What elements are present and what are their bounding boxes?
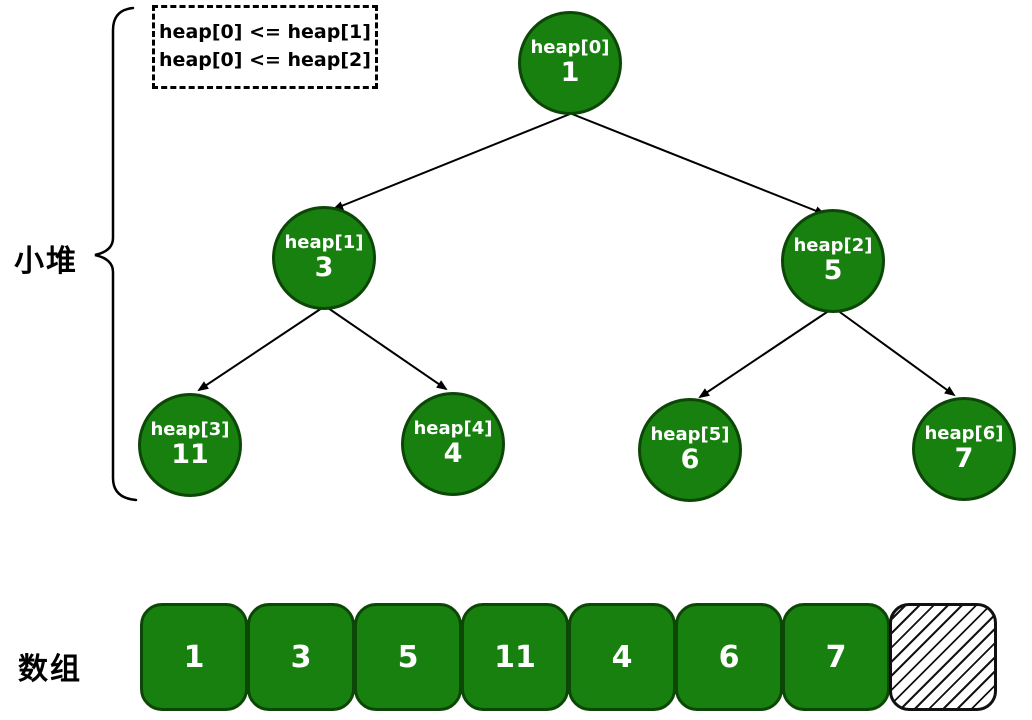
array-cell-4: 4 — [568, 603, 676, 711]
node-index-label: heap[4] — [413, 417, 493, 439]
node-value: 7 — [954, 443, 974, 475]
array-cell-3: 11 — [461, 603, 569, 711]
node-value: 3 — [314, 252, 334, 284]
tree-node-heap4: heap[4] 4 — [401, 392, 505, 496]
heap-property-line2: heap[0] <= heap[2] — [159, 49, 371, 71]
node-index-label: heap[6] — [924, 422, 1004, 444]
tree-node-heap5: heap[5] 6 — [638, 398, 742, 502]
node-index-label: heap[0] — [530, 36, 610, 58]
node-index-label: heap[3] — [150, 418, 230, 440]
node-value: 6 — [680, 444, 700, 476]
array-cell-5: 6 — [675, 603, 783, 711]
edge-n1-right — [327, 307, 448, 391]
array-cell-1: 3 — [247, 603, 355, 711]
curly-brace — [94, 6, 138, 502]
node-value: 1 — [560, 57, 580, 89]
heap-property-box: heap[0] <= heap[1] heap[0] <= heap[2] — [152, 5, 378, 89]
label-array: 数组 — [18, 652, 82, 687]
label-min-heap: 小堆 — [14, 244, 78, 279]
tree-node-heap0: heap[0] 1 — [518, 11, 622, 115]
array-cell-6: 7 — [782, 603, 890, 711]
edge-root-right — [571, 113, 826, 215]
array-row: 1 3 5 11 4 6 7 — [140, 603, 997, 711]
array-cell-0: 1 — [140, 603, 248, 711]
node-index-label: heap[2] — [793, 234, 873, 256]
node-index-label: heap[5] — [650, 423, 730, 445]
edge-n2-left — [698, 309, 831, 399]
node-value: 11 — [171, 439, 209, 471]
node-index-label: heap[1] — [284, 231, 364, 253]
array-cell-2: 5 — [354, 603, 462, 711]
edge-n1-left — [197, 307, 323, 392]
node-value: 5 — [823, 255, 843, 287]
heap-property-line1: heap[0] <= heap[1] — [159, 21, 371, 44]
array-cell-empty — [889, 603, 997, 711]
tree-node-heap1: heap[1] 3 — [272, 206, 376, 310]
edge-n2-right — [836, 309, 956, 397]
tree-node-heap3: heap[3] 11 — [138, 393, 242, 497]
edge-root-left — [332, 113, 571, 210]
node-value: 4 — [443, 438, 463, 470]
tree-node-heap6: heap[6] 7 — [912, 397, 1016, 501]
tree-node-heap2: heap[2] 5 — [781, 209, 885, 313]
